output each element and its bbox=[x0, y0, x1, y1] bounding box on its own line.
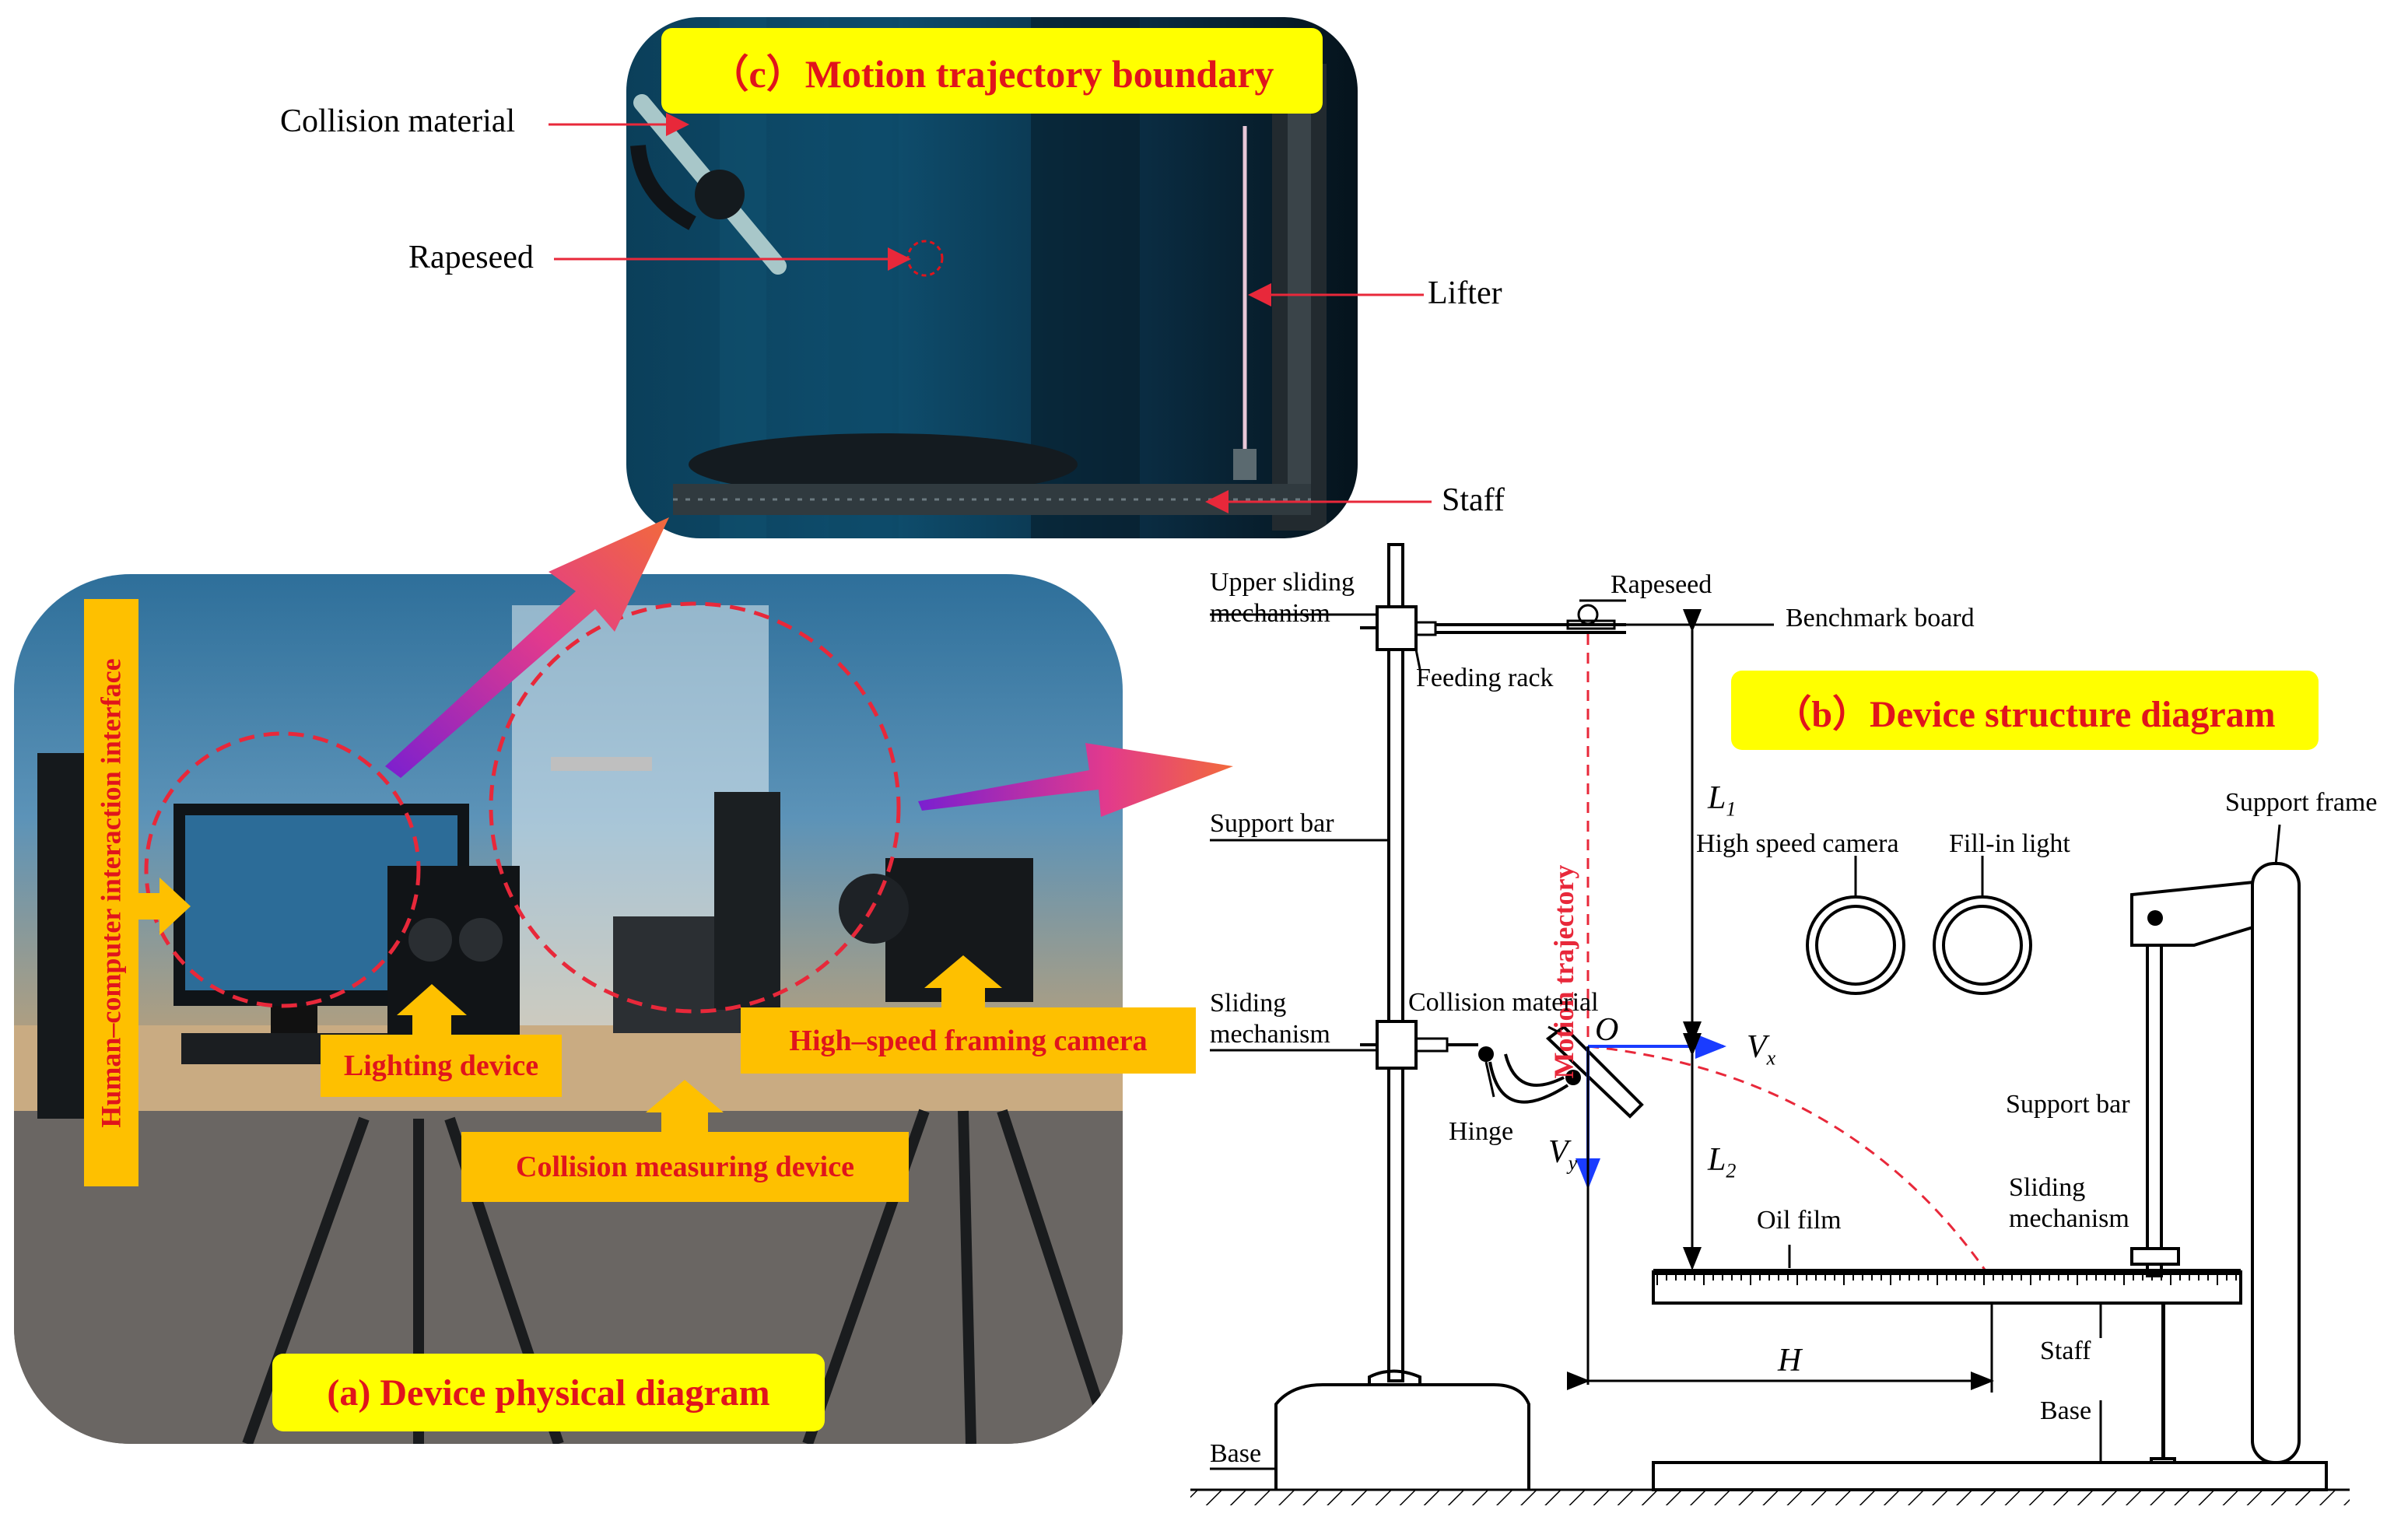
label-vy-main: V bbox=[1548, 1134, 1569, 1170]
label-camera: High–speed framing camera bbox=[741, 1007, 1196, 1074]
label-collision-material-b: Collision material bbox=[1408, 988, 1599, 1017]
support-frame bbox=[2251, 862, 2301, 1464]
support-bar-right bbox=[2146, 932, 2163, 1277]
label-support-frame: Support frame bbox=[2225, 788, 2378, 817]
label-motion-trajectory-wrap: Motion trajectory bbox=[1544, 865, 1583, 1079]
label-staff-b: Staff bbox=[2040, 1337, 2091, 1365]
trajectory-curve bbox=[1587, 1045, 1993, 1281]
label-rapeseed-c: Rapeseed bbox=[408, 240, 534, 275]
collision-circle bbox=[489, 601, 901, 1014]
label-l1-main: L bbox=[1708, 780, 1726, 816]
label-lifter: Lifter bbox=[1428, 275, 1502, 311]
label-o: O bbox=[1595, 1012, 1619, 1048]
support-bar-left bbox=[1387, 543, 1404, 1382]
label-l1: L1 bbox=[1708, 782, 1736, 819]
label-collision-material: Collision material bbox=[280, 103, 516, 139]
label-vy-sub: y bbox=[1568, 1151, 1578, 1175]
arrow-camera bbox=[924, 955, 1002, 1007]
rapeseed-dot bbox=[1577, 604, 1599, 625]
label-l2-sub: 2 bbox=[1726, 1159, 1737, 1182]
label-vx: Vx bbox=[1747, 1031, 1775, 1068]
label-fill-in-light: Fill-in light bbox=[1949, 829, 2070, 858]
staff-ticks bbox=[1656, 1274, 2237, 1285]
label-support-bar-left: Support bar bbox=[1210, 809, 1334, 838]
label-benchmark-board: Benchmark board bbox=[1786, 604, 1975, 632]
label-h: H bbox=[1778, 1343, 1802, 1379]
arrow-lighting bbox=[397, 984, 467, 1035]
label-collision-measuring-device: Collision measuring device bbox=[461, 1132, 909, 1202]
label-base-right: Base bbox=[2040, 1396, 2092, 1425]
label-feeding-rack: Feeding rack bbox=[1416, 664, 1554, 692]
fill-in-light-shape bbox=[1933, 895, 2032, 995]
label-sliding-right-1: Sliding bbox=[2009, 1173, 2086, 1202]
label-hinge: Hinge bbox=[1449, 1117, 1514, 1146]
label-upper-sliding-1: Upper sliding bbox=[1210, 568, 1355, 597]
label-rapeseed-b: Rapeseed bbox=[1611, 570, 1712, 599]
staff-ruler bbox=[673, 484, 1311, 515]
arrow-a-to-c bbox=[385, 517, 669, 778]
arrow-collision bbox=[646, 1080, 724, 1132]
label-high-speed-camera: High speed camera bbox=[1696, 829, 1899, 858]
label-vy: Vy bbox=[1548, 1136, 1577, 1173]
label-sliding-mechanism-1: Sliding bbox=[1210, 989, 1287, 1018]
hci-circle bbox=[144, 731, 421, 1008]
right-base bbox=[1652, 1461, 2328, 1491]
label-sliding-mechanism-2: mechanism bbox=[1210, 1020, 1330, 1049]
plate bbox=[689, 433, 1078, 496]
panel-b-title: （b）Device structure diagram bbox=[1731, 671, 2319, 750]
label-base-left: Base bbox=[1210, 1439, 1262, 1468]
label-vx-main: V bbox=[1747, 1029, 1767, 1065]
label-lighting-device: Lighting device bbox=[321, 1035, 562, 1097]
label-sliding-right-2: mechanism bbox=[2009, 1204, 2129, 1233]
panel-c-title: （c）Motion trajectory boundary bbox=[661, 28, 1323, 114]
label-l1-sub: 1 bbox=[1726, 797, 1737, 821]
arrow-hci bbox=[138, 878, 191, 935]
label-hci-box: Human–computer interaction interface bbox=[84, 599, 138, 1186]
label-oil-film: Oil film bbox=[1757, 1206, 1842, 1235]
left-base bbox=[1274, 1383, 1530, 1490]
panel-c-photo: （c）Motion trajectory boundary bbox=[626, 17, 1358, 538]
label-l2-main: L bbox=[1708, 1142, 1726, 1178]
label-vx-sub: x bbox=[1766, 1046, 1776, 1070]
hinge-pin bbox=[1478, 1046, 1494, 1062]
label-support-bar-right: Support bar bbox=[2006, 1090, 2130, 1119]
label-motion-trajectory: Motion trajectory bbox=[1548, 864, 1579, 1079]
label-upper-sliding-2: mechanism bbox=[1210, 599, 1330, 628]
label-staff-c: Staff bbox=[1442, 482, 1505, 518]
arrow-a-to-b bbox=[918, 743, 1233, 817]
high-speed-camera-shape bbox=[1806, 895, 1905, 995]
label-l2: L2 bbox=[1708, 1144, 1736, 1181]
panel-a-title: (a) Device physical diagram bbox=[272, 1354, 825, 1431]
